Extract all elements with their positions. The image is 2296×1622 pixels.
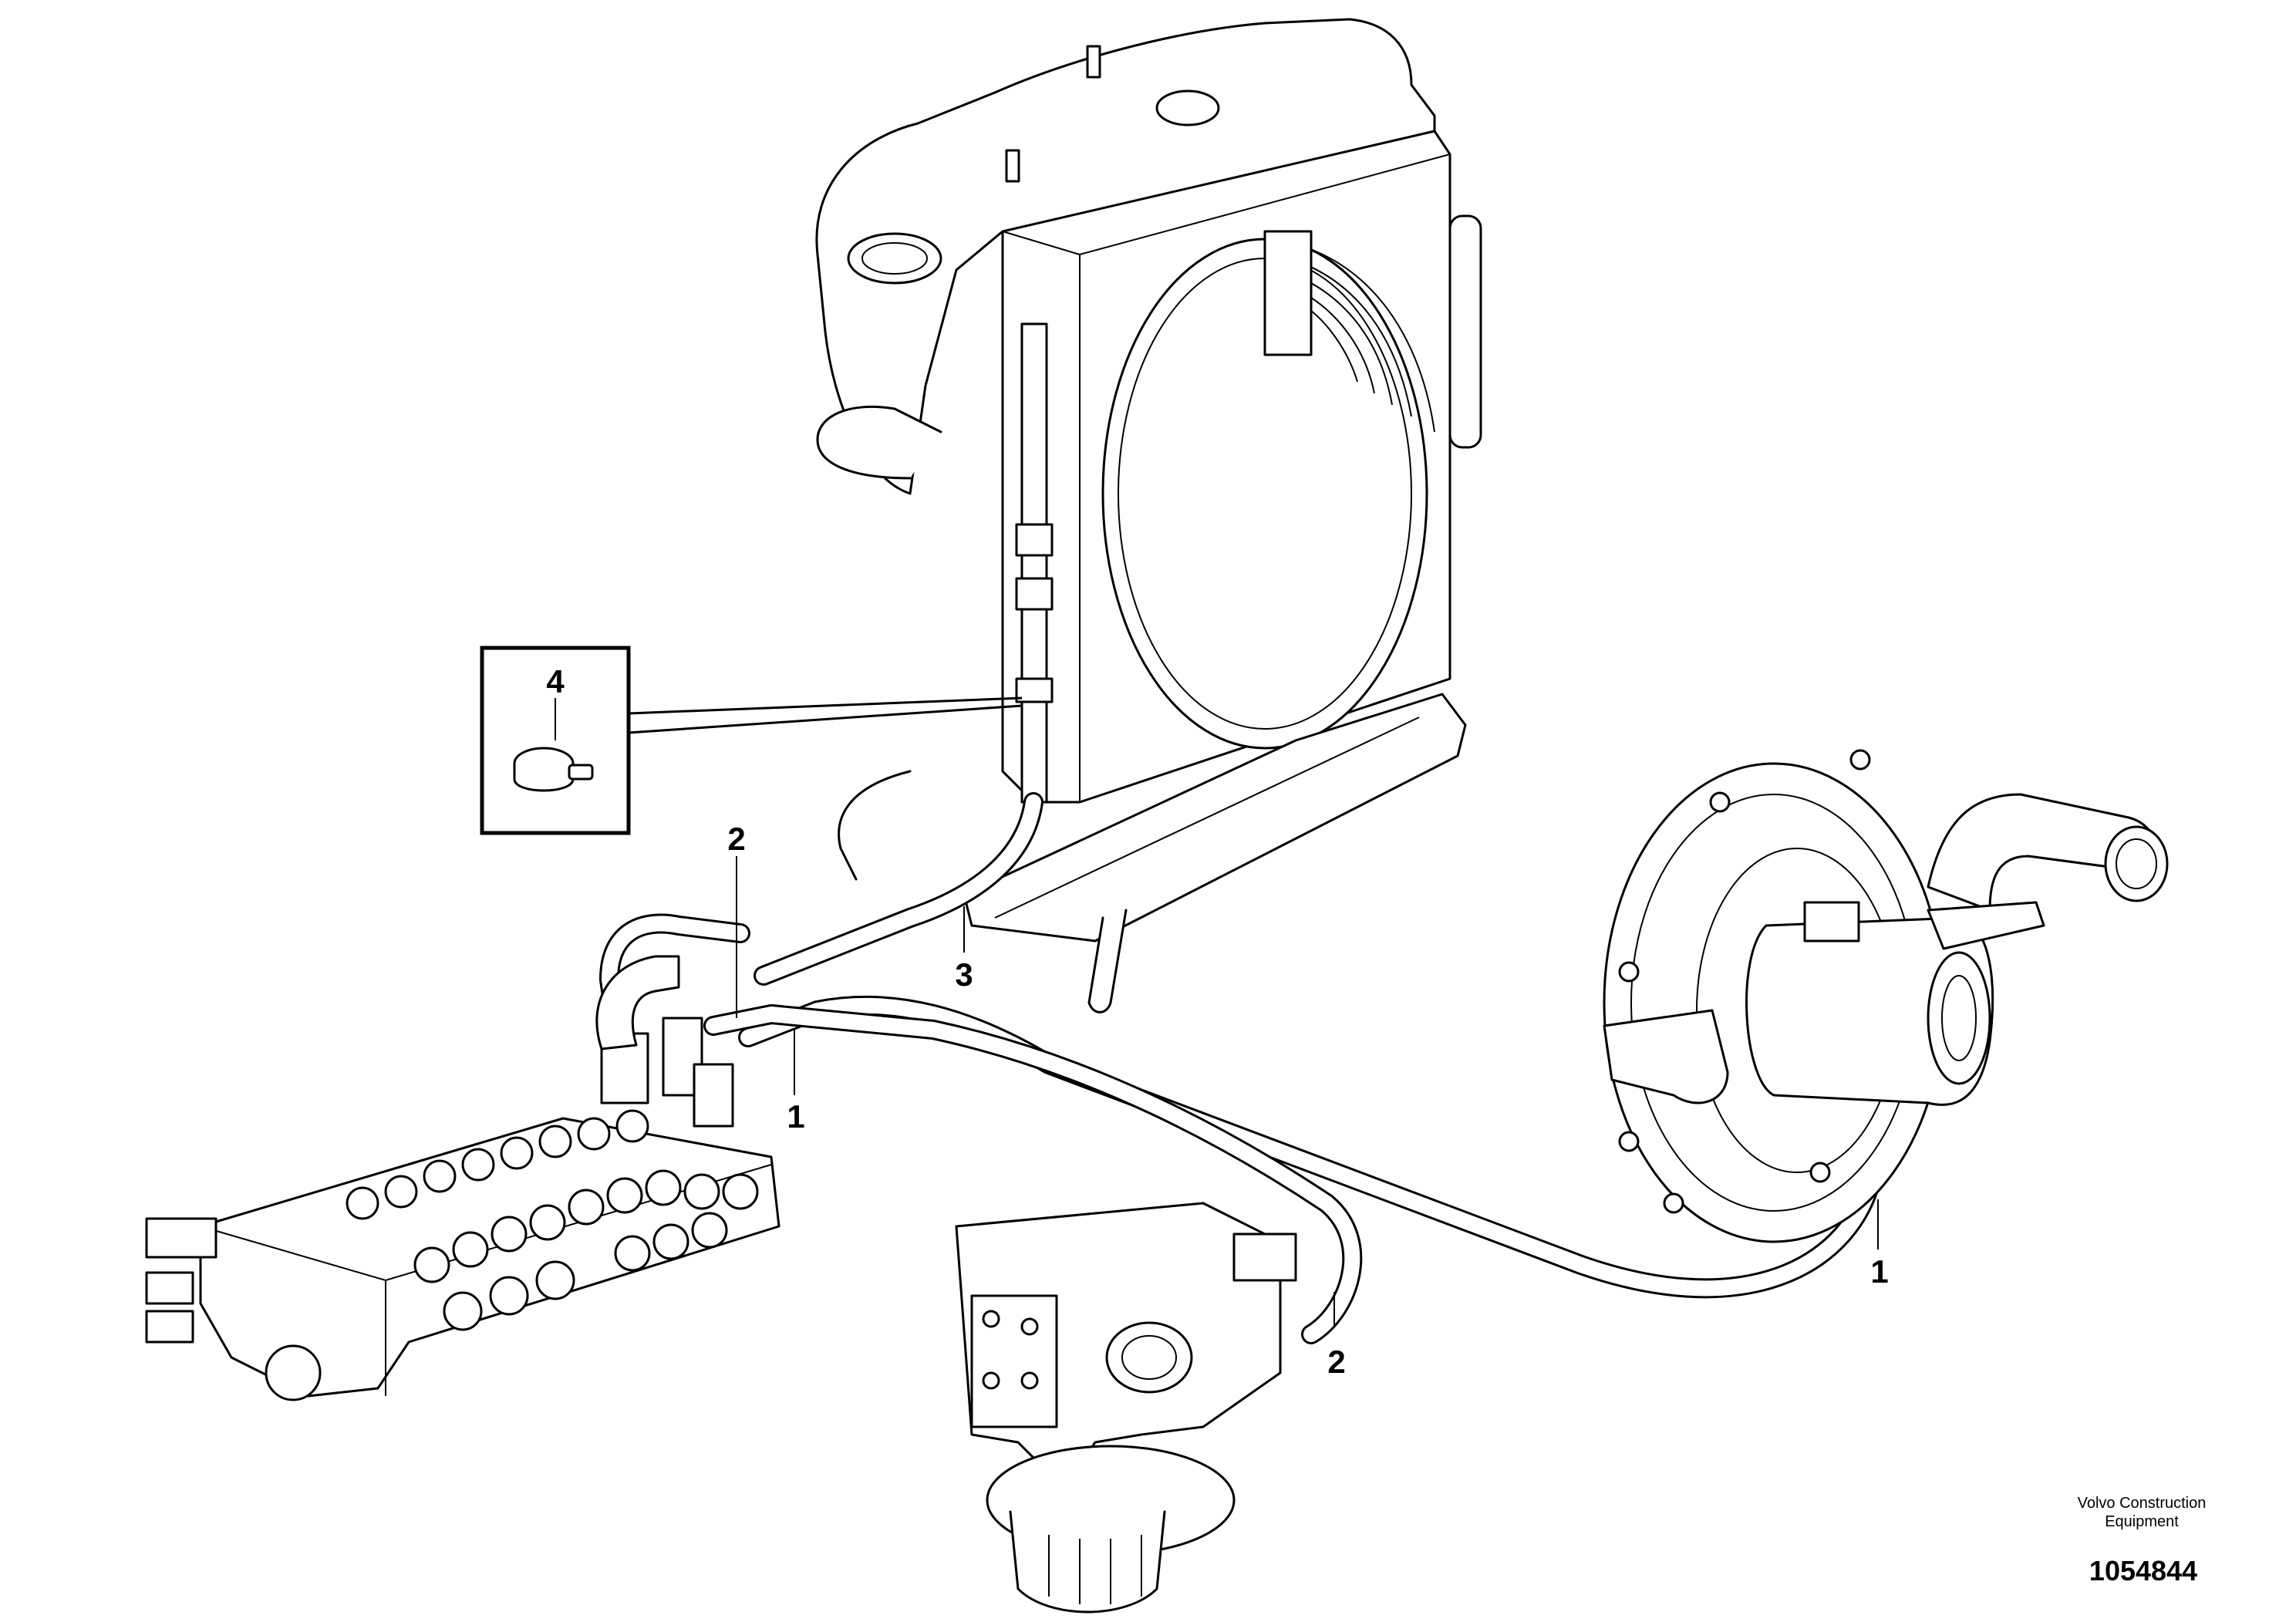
hose-3: [754, 792, 1043, 986]
clamp-detail-callout: 4: [480, 646, 1023, 835]
callout-2-upper: 2: [727, 821, 745, 857]
swing-motor-icon: [955, 1202, 1297, 1614]
hydraulic-pump-icon: [1603, 749, 2169, 1243]
brand-line-2: Equipment: [2105, 1513, 2179, 1530]
hose-2: [703, 1004, 1363, 1344]
callout-2-lower: 2: [1327, 1344, 1345, 1380]
hose-upper-elbow: [599, 913, 750, 1044]
callout-1-right: 1: [1870, 1253, 1888, 1290]
callout-leaders: [736, 856, 1879, 1327]
brand-line-1: Volvo Construction: [2077, 1495, 2207, 1512]
callout-1-upper: 1: [787, 1098, 804, 1135]
control-valve-block-icon: [145, 955, 781, 1401]
brand-caption: Volvo Construction Equipment: [2041, 1494, 2242, 1531]
callout-4: 4: [546, 663, 565, 700]
document-number: 1054844: [2089, 1555, 2198, 1587]
callout-3: 3: [955, 956, 973, 993]
radiator-assembly-icon: [815, 18, 1482, 1013]
hose-1: [738, 995, 1900, 1299]
hose-clamp-icon: [513, 747, 594, 792]
